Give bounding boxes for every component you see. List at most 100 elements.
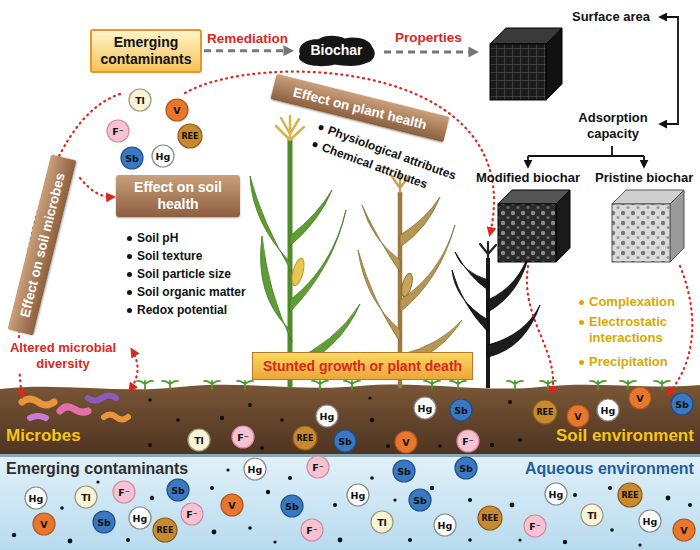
- seedling: [620, 381, 636, 389]
- element-symbol: Sb: [338, 436, 352, 447]
- microbe: [88, 396, 116, 401]
- biochar-pile: Biochar: [295, 33, 378, 68]
- seedling: [590, 381, 606, 389]
- biochar-particle: [610, 528, 614, 532]
- circle-fill: [671, 393, 693, 415]
- circle-fill: [524, 515, 546, 537]
- band-edge: [0, 454, 700, 457]
- element-symbol: Hg: [418, 403, 433, 414]
- contaminant-circle: Hg: [413, 396, 437, 420]
- biochar-particle: [288, 476, 292, 480]
- circle-fill: [629, 387, 651, 409]
- property-label: Adsorption capacity: [570, 110, 656, 142]
- element-symbol: Hg: [351, 490, 366, 501]
- circle-fill: [478, 506, 502, 530]
- element-symbol: Sb: [454, 405, 468, 416]
- biochar-particle: [126, 538, 130, 542]
- biochar-particle: [226, 468, 229, 471]
- element-symbol: V: [680, 525, 687, 536]
- block-face: [556, 190, 570, 262]
- bullet-dot: [318, 124, 324, 130]
- biochar-particle: [68, 539, 73, 544]
- biochar-particle: [490, 443, 494, 447]
- corn-ear: [290, 257, 307, 287]
- circle-fill: [129, 507, 151, 529]
- contaminant-circle: Hg: [638, 509, 662, 533]
- microbe-group: [22, 396, 128, 420]
- circle-fill: [33, 513, 55, 535]
- biochar-particle: [338, 538, 343, 543]
- circle-fill: [581, 504, 603, 526]
- plant-leaves: [452, 250, 540, 357]
- seedling: [137, 381, 153, 389]
- element-symbol: V: [40, 519, 47, 530]
- contaminant-circle: Sb: [670, 392, 694, 416]
- bullet-dot: [127, 272, 132, 277]
- contaminant-circle: Sb: [449, 398, 473, 422]
- circle-fill: [316, 405, 338, 427]
- element-symbol: REE: [296, 433, 313, 444]
- element-symbol: REE: [481, 513, 498, 524]
- seedling: [162, 381, 178, 389]
- contaminant-circle: Sb: [392, 459, 416, 483]
- modified-biochar-block: [498, 190, 570, 262]
- contaminant-circle: V: [672, 518, 696, 542]
- circle-fill: [639, 510, 661, 532]
- element-symbol: V: [402, 437, 409, 448]
- contaminant-circle: Tl: [128, 88, 152, 112]
- contaminant-circle: Hg: [346, 483, 370, 507]
- contaminant-circle: Hg: [544, 482, 568, 506]
- contaminant-circle: Hg: [315, 404, 339, 428]
- leaf: [358, 250, 400, 342]
- biochar-particle: [510, 503, 515, 508]
- biochar-particle: [563, 540, 567, 544]
- node-label: Biochar: [310, 42, 362, 59]
- element-symbol: Hg: [320, 411, 335, 422]
- element-symbol: Hg: [248, 464, 263, 475]
- circle-fill: [221, 494, 243, 516]
- biochar-particle: [248, 526, 252, 530]
- biochar-cube: [490, 28, 562, 100]
- contaminant-circle: F⁻: [456, 429, 480, 453]
- plant-leaves: [358, 197, 462, 366]
- biochar-particle: [248, 403, 252, 407]
- zone-label: Aqueous environment: [525, 459, 694, 478]
- element-symbol: F⁻: [312, 462, 324, 473]
- plant-tassel: [480, 242, 496, 258]
- seedling: [312, 381, 328, 389]
- microbe: [104, 415, 128, 420]
- circle-fill: [75, 486, 97, 508]
- circle-fill: [153, 518, 177, 542]
- biochar-particle: [266, 490, 270, 494]
- effect-banner: Effect on soil microbes: [8, 155, 77, 336]
- circle-fill: [347, 484, 369, 506]
- biochar-particle: [438, 444, 442, 448]
- banner-label: Effect on plant health: [291, 84, 428, 134]
- element-symbol: REE: [621, 490, 638, 501]
- circle-fill: [129, 89, 151, 111]
- seedling: [450, 381, 466, 389]
- biochar-particle: [688, 503, 692, 507]
- node-label: Effect on soil health: [122, 179, 234, 213]
- contaminant-circle: Sb: [120, 146, 144, 170]
- biochar-type-label: Pristine biochar: [595, 170, 693, 186]
- contaminant-circle: V: [566, 404, 590, 428]
- bullet-item: Soil pH: [126, 230, 178, 246]
- mechanism-item: Precipitation: [578, 354, 668, 370]
- leaf: [250, 176, 292, 272]
- bullet-item: Redox potential: [126, 302, 227, 318]
- corn-ear: [400, 272, 415, 298]
- contaminant-circle: Sb: [166, 478, 190, 502]
- contaminant-circle: F⁻: [112, 480, 136, 504]
- pristine-biochar-block: [612, 190, 684, 262]
- remediation-arrow: [668, 266, 692, 394]
- contaminant-circle: Tl: [74, 485, 98, 509]
- properties-arrow: [384, 51, 476, 54]
- circle-fill: [393, 460, 415, 482]
- contaminant-circle: V: [628, 386, 652, 410]
- element-symbol: REE: [181, 131, 198, 142]
- circle-fill: [545, 483, 567, 505]
- node-label: Stunted growth or plant death: [263, 358, 462, 375]
